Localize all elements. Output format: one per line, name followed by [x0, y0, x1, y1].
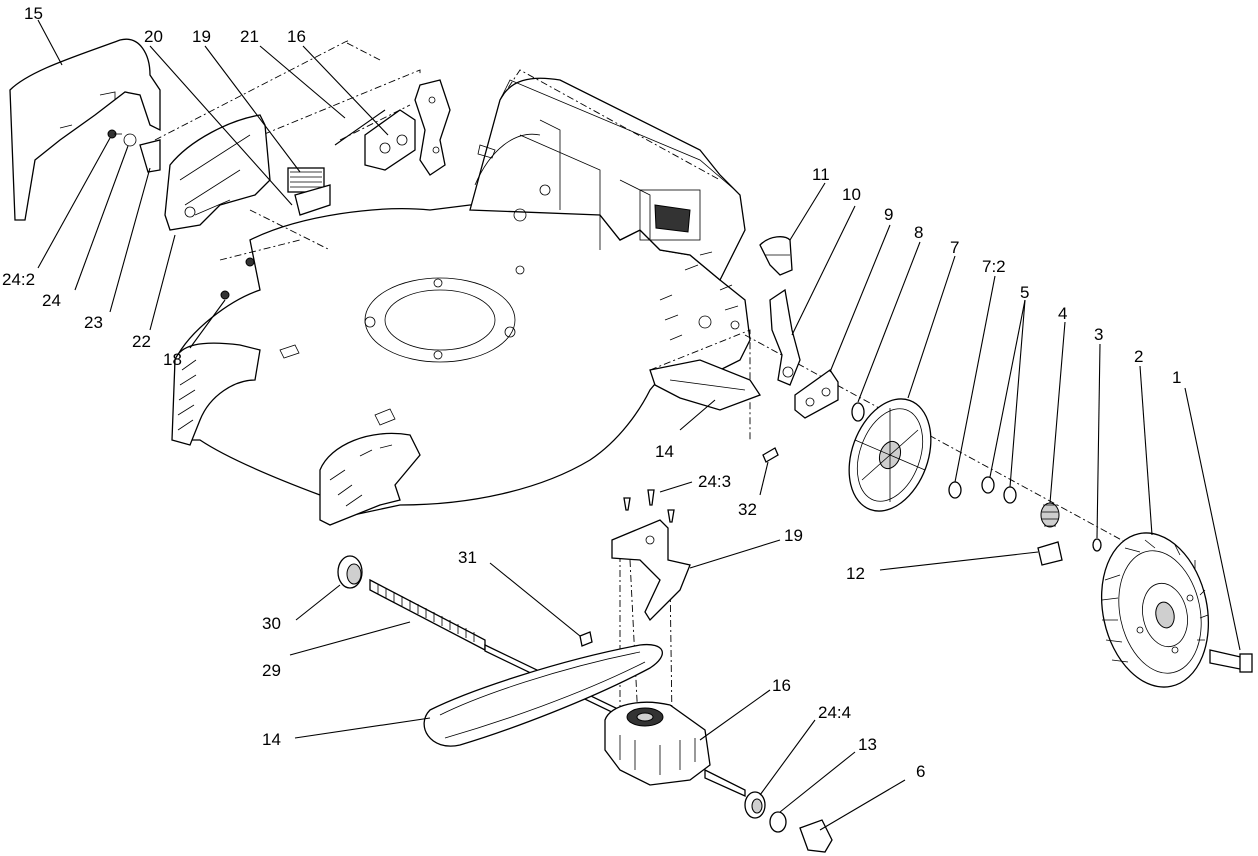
callout-29: 29: [262, 661, 281, 680]
callout-13-text: 13: [858, 735, 877, 754]
callout-30: 30: [262, 614, 281, 633]
callout-5: 5: [1020, 283, 1029, 302]
callout-28: 6: [916, 762, 925, 781]
callout-24-3: 24: [42, 291, 61, 310]
part-32-screw: [762, 447, 779, 463]
part-10-lever: [769, 288, 801, 386]
callout-12: 12: [846, 564, 865, 583]
callout-7: 7: [950, 238, 959, 257]
callout-19: 19: [784, 526, 803, 545]
part-31-clip: [579, 631, 593, 647]
parts-27-13-28-bushings: [744, 791, 833, 853]
callout-11: 11: [812, 165, 830, 184]
callout-1: 1: [1172, 368, 1181, 387]
callout-21: 19: [192, 27, 211, 46]
callout-labels: 15 20 19 21 16 24:2 24 23 22 18 11 10 9 …: [2, 4, 1181, 781]
callout-22: 20: [144, 27, 163, 46]
callout-10: 10: [842, 185, 861, 204]
part-16-gearbox: [604, 701, 746, 798]
callout-31: 31: [458, 548, 477, 567]
part-4-gear: [1040, 502, 1060, 528]
part-3-clip: [1092, 538, 1102, 552]
callout-24-4: 24:2: [2, 270, 35, 289]
callout-24-2: 23: [84, 313, 103, 332]
callout-14: 14: [262, 730, 281, 749]
callout-4: 4: [1058, 304, 1067, 323]
callout-2: 2: [1134, 347, 1143, 366]
parts-21-22-spring: [287, 167, 331, 216]
part-1-bolt: [1209, 649, 1253, 673]
callout-16-text: 16: [772, 676, 791, 695]
part-19-bracket: [611, 519, 691, 622]
part-24-bracket: [164, 114, 271, 231]
callout-15: 14: [655, 442, 674, 461]
parts-18-23-plate: [334, 79, 451, 176]
callout-18: 16: [287, 27, 306, 46]
callout-3: 3: [1094, 325, 1103, 344]
part-15-guard: [649, 359, 761, 411]
part-7-hub: [848, 398, 932, 512]
part-11-knob: [759, 236, 793, 276]
parts-7-2-5-washers: [948, 476, 1017, 504]
callout-27: 24:4: [818, 703, 851, 722]
callout-23: 21: [240, 27, 259, 46]
part-6-screws: [623, 489, 675, 523]
callout-17: 15: [24, 4, 43, 23]
mower-deck: [171, 77, 751, 526]
callout-32: 32: [738, 500, 757, 519]
part-14-belt: [423, 643, 663, 747]
part-17-cover: [9, 38, 161, 221]
leader-lines: [37, 19, 1241, 831]
parts-24-washer-bolt: [107, 129, 161, 173]
part-12-bushing: [1037, 541, 1063, 566]
callout-8: 8: [914, 223, 923, 242]
part-9-plate: [794, 369, 839, 419]
callout-6: 24:3: [698, 472, 731, 491]
part-20-bolts: [220, 257, 255, 300]
part-30-pulley: [337, 555, 363, 589]
callout-7-2: 7:2: [982, 257, 1006, 276]
callout-9: 9: [884, 205, 893, 224]
callout-20: 18: [163, 350, 182, 369]
callout-24: 22: [132, 332, 151, 351]
part-2-wheel: [1100, 532, 1210, 688]
part-8-ring: [851, 402, 865, 422]
